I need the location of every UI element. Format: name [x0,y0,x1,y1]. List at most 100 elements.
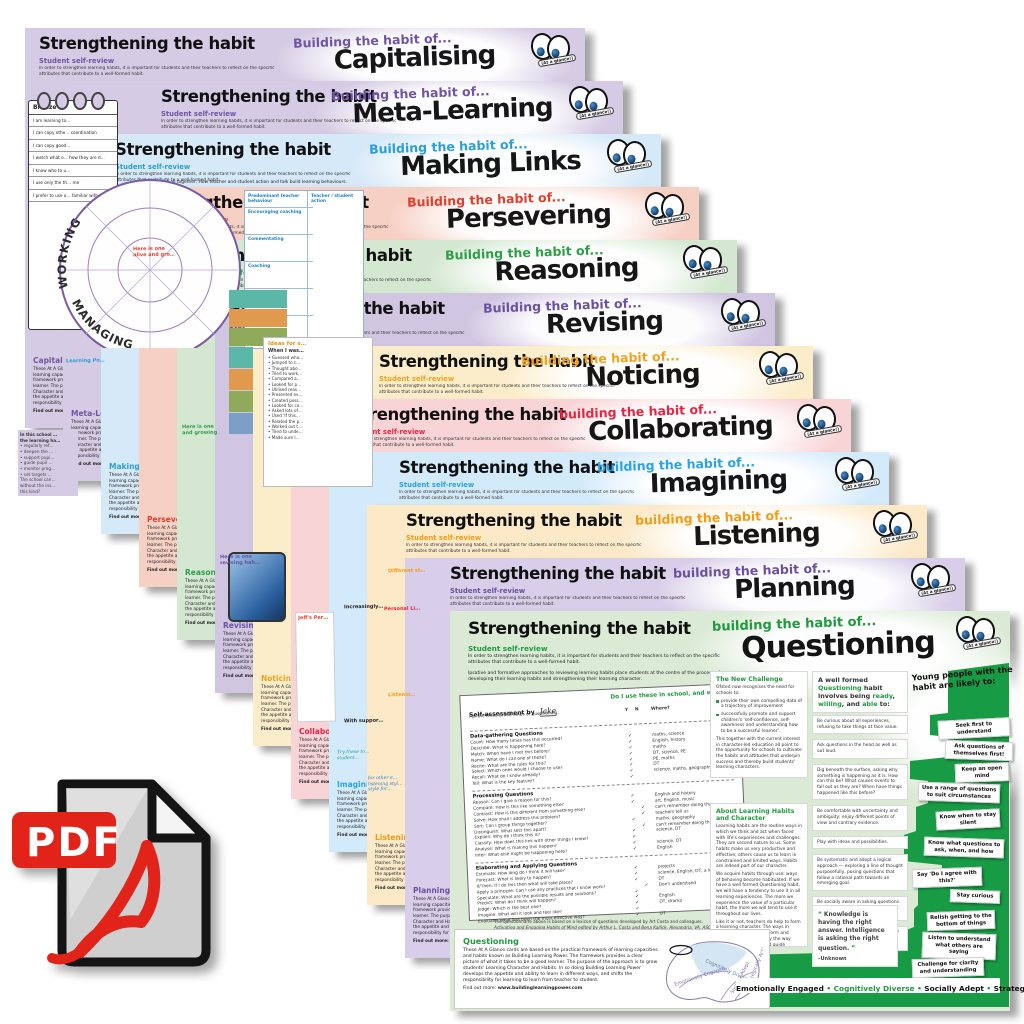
about-habits-paragraph: We acquire habits through use: ways of b… [716,872,801,918]
new-challenge-heading: The New Challenge [716,676,783,683]
corner-habit-heading: Planning [413,886,451,895]
footer-segment: Cognitively Diverse [833,984,915,993]
student-self-review-heading: Student self-review [406,534,482,542]
intro-paragraph: In order to strengthen learning habits, … [153,225,389,236]
learning-power-brain-diagram: Cognitively Diverse Emotionally Engaged … [665,941,763,1003]
at-a-glance-eyes-icon: (At a glance!) [757,349,807,386]
ready-willing-able-box: A well formed Questioning habit involves… [812,671,908,713]
column-header-y: Y [624,707,629,713]
staircase-label: Relish getting to the bottom of things [926,909,996,932]
intro-paragraph: In order to strengthen learning habits, … [399,490,635,501]
close-quote-icon: ❞ [851,943,856,952]
at-a-glance-eyes-icon: (At a glance!) [605,137,655,174]
page-title: Strengthening the habit [39,34,255,53]
footer-segment: Strategically Active [993,984,1024,993]
student-self-review-heading: Student self-review [39,57,115,65]
new-challenge-bullet: successfully promote and support childre… [716,712,802,735]
student-self-review-heading: Student self-review [115,163,191,171]
student-self-review-heading: Student self-review [153,216,229,224]
corner-habit-heading: Reasoning [185,568,230,577]
page-questioning: Strengthening the habit Student self-rev… [450,597,1024,1011]
about-habits-box: About Learning Habits and Character Lear… [710,803,808,947]
dispositions-footer: Emotionally Engaged•Cognitively Diverse•… [736,978,1024,993]
intro-paragraph: In order to strengthen learning habits, … [196,278,432,289]
page-title: Strengthening the habit [196,246,412,265]
quote-text: Knowledge is having the right answer. In… [818,912,885,952]
at-a-glance-eyes-icon: (At a glance!) [871,508,921,545]
staircase-label: Challenge for clarity and understanding [911,956,985,979]
staircase-label: Ask questions of themselves first! [944,739,1014,762]
ready-item: Ask questions in the head as well as out… [812,739,908,759]
quote-box: ❝ Knowledge is having the right answer. … [812,905,898,967]
at-a-glance-eyes-icon: (At a glance!) [795,402,845,439]
ready-item: Be systematic and adopt a logical approa… [812,854,908,891]
staircase-label: Stay curious [949,889,1001,904]
student-self-review-heading: Student self-review [229,322,305,330]
info-blurb: These At A Glance cards are based on the… [463,948,658,984]
column-header-n: N [634,707,639,713]
corner-habit-heading: Listening [375,833,415,842]
intro-paragraph: In order to strengthen learning habits, … [39,66,275,77]
open-quote-icon: ❝ [818,910,822,918]
pdf-file-icon[interactable]: PDF [10,770,230,980]
at-a-glance-eyes-icon: (At a glance!) [681,243,731,280]
student-self-review-heading: Student self-review [161,110,237,118]
new-challenge-box: The New Challenge Ofsted now recognises … [710,671,808,779]
quote-attribution: –Unknown [818,955,847,962]
corner-habit-heading: Making Links [109,462,165,471]
new-challenge-intro: Ofsted now recognises the need for schoo… [716,685,795,696]
svg-text:PDF: PDF [26,820,122,866]
intro-paragraph: In order to strengthen learning habits, … [406,543,642,554]
intro-paragraph: In order to strengthen learning habits, … [468,654,720,665]
student-self-review-heading: Student self-review [196,269,272,277]
staircase-label: Keep an open mind [954,762,1010,784]
at-a-glance-eyes-icon: (At a glance!) [719,296,769,333]
ready-item: Play with ideas and possibilities. [812,835,908,850]
page-title: Strengthening the habit [350,405,566,424]
table-caption: Putting it all together: How teacher and… [149,180,347,185]
student-self-review-heading: Student self-review [379,375,455,383]
footer-segment: Socially Adept [924,984,984,993]
column-header-where: Where? [650,706,670,712]
page-title: Strengthening the habit [161,87,377,106]
staircase-label: Seek first to understand [937,717,1011,741]
staircase-label: Listen to understand what others are say… [921,931,997,961]
self-assessment-form: Self-assessment by Jake Do I use these i… [459,683,749,925]
poster-info-box: Questioning These At A Glance cards are … [454,929,770,1009]
about-habits-heading: About Learning Habits and Character [716,808,795,823]
corner-habit-heading: Capitalising [33,356,84,365]
page-title: Strengthening the habit [399,458,615,477]
student-self-review-heading: Student self-review [350,428,426,436]
find-out-more-label: Find out more: [463,986,497,992]
intro-paragraph: In order to strengthen learning habits, … [350,437,586,448]
page-title: Strengthening the habit [153,193,369,212]
staircase-label: Know what questions to ask, when, and ho… [923,836,1005,859]
corner-habit-heading: Noticing [261,674,297,683]
about-habits-paragraph: Learning habits are the routine ways in … [716,824,803,870]
at-a-glance-eyes-icon: (At a glance!) [954,614,1004,651]
page-title: Strengthening the habit [379,352,595,371]
staircase-label: Use a range of questions to suit circums… [917,781,1001,804]
intro-paragraph: Ipsative and formative approaches to rev… [468,671,720,682]
student-self-review-heading: Student self-review [468,644,548,653]
intro-paragraph: In order to strengthen learning habits, … [161,119,397,130]
ready-willing-able-heading: A well formed Questioning habit involves… [818,676,895,708]
ready-item: Dig beneath the surface, asking why some… [812,763,908,801]
at-a-glance-eyes-icon: (At a glance!) [567,84,617,121]
footnote: The questionnaire above is based on a le… [494,919,703,924]
at-a-glance-eyes-icon: (At a glance!) [643,190,693,227]
new-challenge-outro: This together with the current interest … [716,736,802,771]
page-title: Strengthening the habit [229,299,445,318]
intro-paragraph: In order to strengthen learning habits, … [229,331,465,342]
new-challenge-bullet: provide their own compelling data of a t… [716,698,802,710]
info-heading: Questioning [463,936,519,946]
at-a-glance-eyes-icon: (At a glance!) [833,455,883,492]
staircase-label: Say 'Do I agree with this?' [911,866,983,889]
find-out-more-url[interactable]: www.buildinglearningpower.com [497,986,583,992]
ready-item: Be comfortable with uncertainty and ambi… [812,805,908,831]
staircase-label: Know when to stay silent [935,808,1001,831]
student-self-review-heading: Student self-review [450,587,526,595]
page-title: Strengthening the habit [450,564,666,583]
ready-item: Be curious about all experiences, refusi… [812,715,908,735]
